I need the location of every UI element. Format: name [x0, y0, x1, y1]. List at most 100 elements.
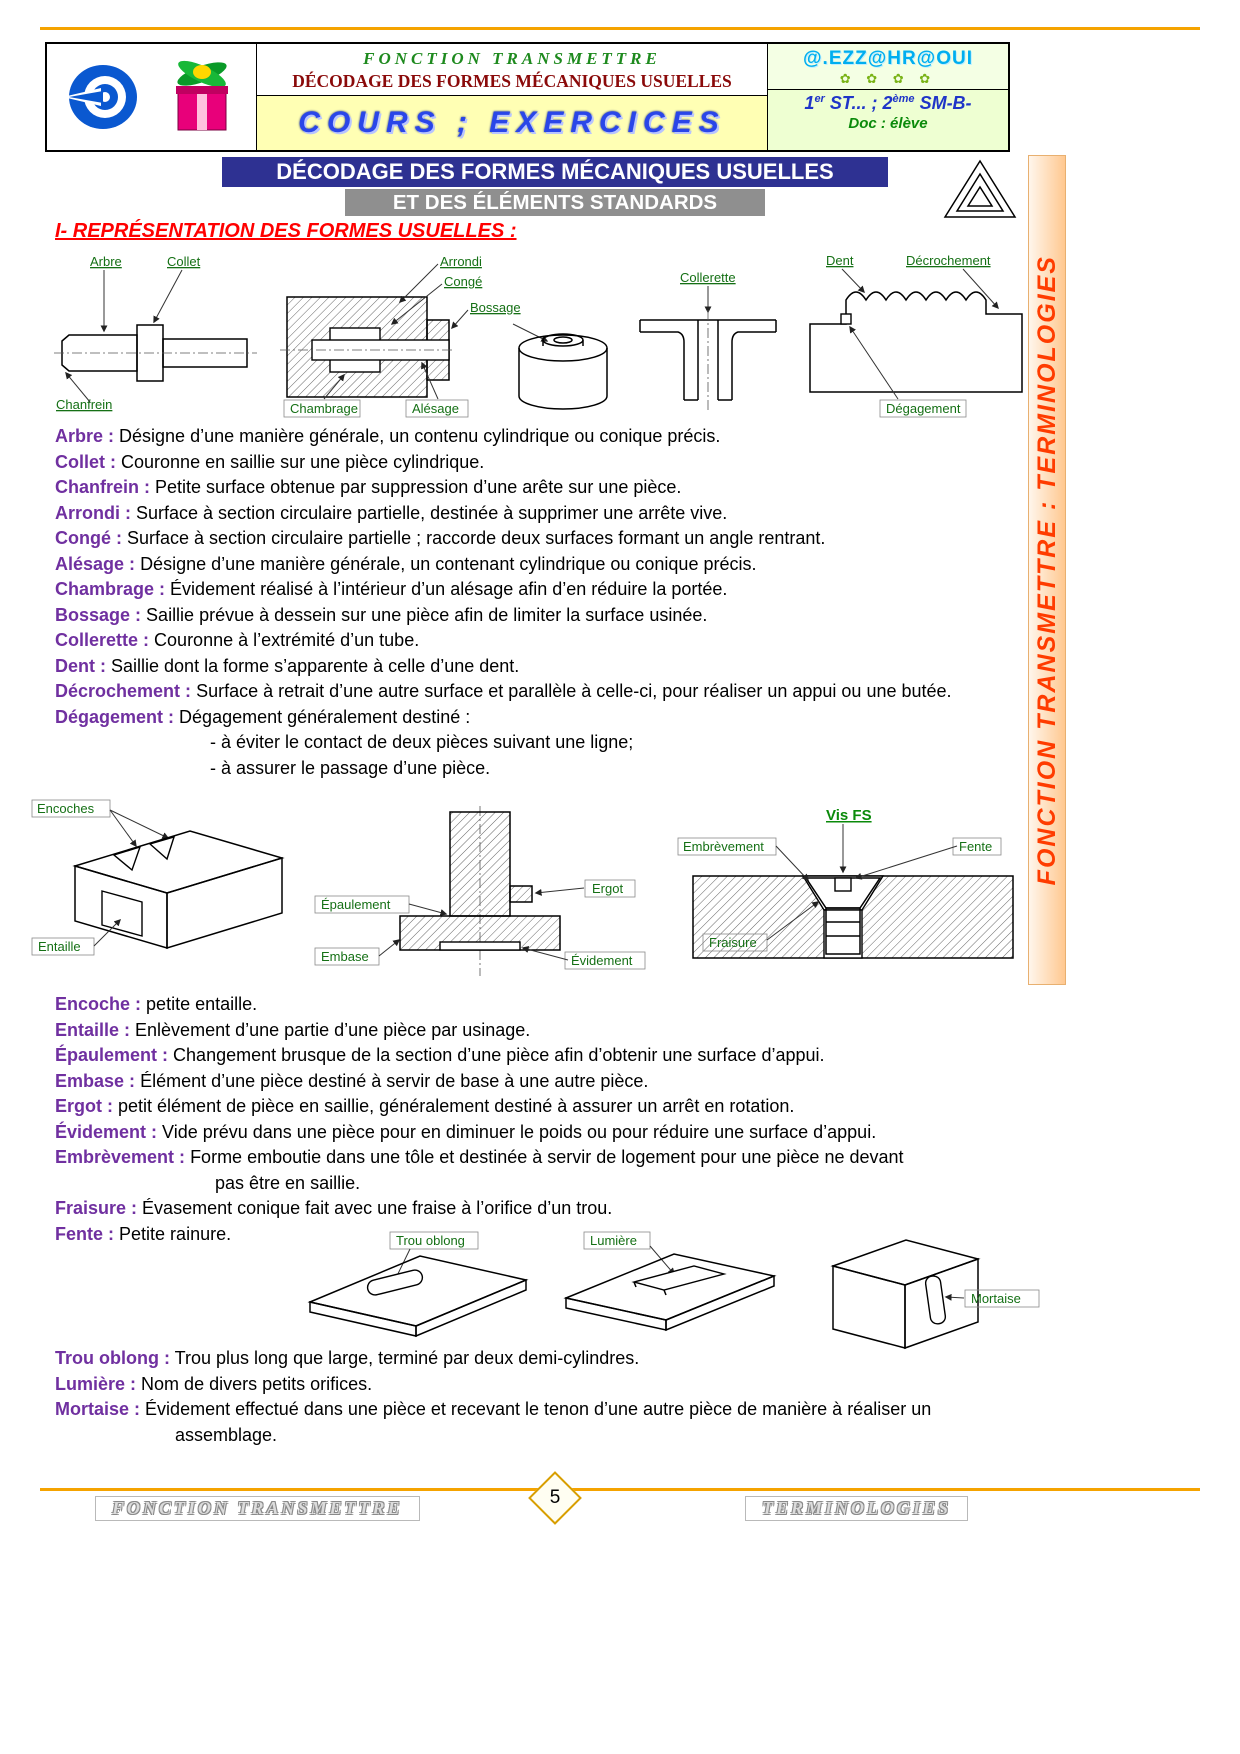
definition-trou-oblong: Trou oblong : Trou plus long que large, … — [55, 1348, 640, 1368]
label-alesage: Alésage — [412, 401, 459, 416]
definition-embase: Embase : Élément d’une pièce destiné à s… — [55, 1070, 649, 1091]
definition-arrondi: Arrondi : Surface à section circulaire p… — [55, 502, 728, 523]
label-fraisure: Fraisure — [709, 935, 757, 950]
label-embrevement: Embrèvement — [683, 839, 764, 854]
level-sup: er — [814, 93, 825, 105]
definition-fraisure: Fraisure : Évasement conique fait avec u… — [55, 1198, 613, 1218]
definition-mortaise: Mortaise : Évidement effectué dans une p… — [55, 1399, 932, 1445]
label-arbre: Arbre — [90, 254, 122, 269]
label-encoches: Encoches — [37, 801, 95, 816]
definition-lumiere: Lumière : Nom de divers petits orifices. — [55, 1373, 373, 1394]
flower-icons: ✿ ✿ ✿ ✿ — [839, 71, 937, 86]
figure-bore-section: Arrondi Congé Bossage Chambrage Alésage — [280, 254, 521, 418]
trou-oblong-drawing — [307, 1255, 529, 1338]
label-conge: Congé — [444, 274, 482, 289]
label-ergot: Ergot — [592, 881, 623, 896]
target-logo-icon — [62, 65, 137, 129]
label-entaille: Entaille — [38, 939, 81, 954]
banner-text: COURS ; EXERCICES — [298, 106, 726, 139]
definition-evidement: Évidement : Vide prévu dans une pièce po… — [55, 1121, 877, 1142]
header-center: FONCTION TRANSMETTRE DÉCODAGE DES FORMES… — [257, 44, 768, 150]
figure-boss-cylinder — [512, 323, 608, 410]
figure-shaft: Arbre Collet Chanfrein — [54, 254, 257, 412]
collerette-drawing — [639, 310, 777, 410]
header-logos — [47, 44, 257, 150]
label-evidement: Évidement — [571, 953, 633, 968]
label-chambrage: Chambrage — [290, 401, 358, 416]
dent-block-drawing — [809, 291, 1023, 393]
figure-epaulement: Épaulement Embase Ergot Évidement — [314, 806, 646, 976]
vertical-banner: FONCTION TRANSMETTRE : TERMINOLOGIES — [1028, 155, 1066, 985]
encoches-drawing — [72, 830, 285, 950]
header-subtitle: DÉCODAGE DES FORMES MÉCANIQUES USUELLES — [292, 71, 732, 91]
vertical-banner-text: FONCTION TRANSMETTRE : TERMINOLOGIES — [1032, 254, 1061, 886]
figure-collerette: Collerette — [639, 270, 777, 410]
label-trou-oblong: Trou oblong — [396, 1233, 465, 1248]
header-subject: FONCTION TRANSMETTRE — [363, 49, 661, 68]
figure-vis-fs: Embrèvement Vis FS Fente Fraisure — [677, 807, 1014, 959]
bore-section-drawing — [280, 296, 454, 398]
footer-left-label: FONCTION TRANSMETTRE — [95, 1496, 420, 1521]
definitions-block-3: Trou oblong : Trou plus long que large, … — [55, 1346, 1030, 1448]
doc-type: Doc : élève — [768, 115, 1008, 150]
label-epaulement: Épaulement — [321, 897, 391, 912]
definition-entaille: Entaille : Enlèvement d’une partie d’une… — [55, 1019, 531, 1040]
definition-fente: Fente : Petite rainure. — [55, 1223, 232, 1244]
header-right: @.EZZ@HR@OUI ✿ ✿ ✿ ✿ 1er ST... ; 2ème SM… — [768, 44, 1008, 150]
definition-chambrage: Chambrage : Évidement réalisé à l’intéri… — [55, 579, 728, 599]
gift-logo-icon — [176, 60, 229, 131]
definition-alesage: Alésage : Désigne d’une manière générale… — [55, 553, 757, 574]
epaulement-drawing — [399, 811, 561, 951]
label-embase: Embase — [321, 949, 369, 964]
level-part: ST... ; 2 — [824, 93, 893, 113]
label-mortaise: Mortaise — [971, 1291, 1021, 1306]
figure-encoches: Encoches Entaille — [31, 799, 285, 956]
section-heading: I- REPRÉSENTATION DES FORMES USUELLES : — [55, 220, 517, 242]
definition-chanfrein: Chanfrein : Petite surface obtenue par s… — [55, 477, 682, 497]
definition-bossage: Bossage : Saillie prévue à dessein sur u… — [55, 604, 708, 625]
label-degagement: Dégagement — [886, 401, 961, 416]
header-banner: COURS ; EXERCICES — [257, 95, 767, 150]
label-collet: Collet — [167, 254, 201, 269]
figure-lumiere: Lumière — [563, 1231, 777, 1332]
definition-degagement-sub1: - à éviter le contact de deux pièces sui… — [210, 732, 634, 752]
page-number: 5 — [549, 1487, 561, 1508]
definition-decrochement: Décrochement : Surface à retrait d’une a… — [55, 681, 952, 701]
class-level: 1er ST... ; 2ème SM-B- — [768, 89, 1008, 115]
main-title-line2-text: ET DES ÉLÉMENTS STANDARDS — [392, 191, 718, 214]
top-border-line — [40, 27, 1200, 30]
boss-cylinder-drawing — [518, 333, 608, 410]
label-arrondi: Arrondi — [440, 254, 482, 269]
definition-collet: Collet : Couronne en saillie sur une piè… — [55, 451, 485, 472]
definition-degagement-sub2: - à assurer le passage d’une pièce. — [210, 757, 491, 778]
definition-embrevement: Embrèvement : Forme emboutie dans une tô… — [55, 1147, 904, 1193]
level-sup: ème — [892, 93, 915, 105]
definition-encoche: Encoche : petite entaille. — [55, 994, 258, 1014]
figure-dent-block: Dent Décrochement Dégagement — [809, 253, 1023, 418]
shaft-drawing — [54, 324, 257, 382]
gift-bow — [177, 60, 227, 88]
vis-fs-drawing — [692, 875, 1014, 959]
figure-trou-oblong: Trou oblong — [307, 1231, 529, 1338]
definition-epaulement: Épaulement : Changement brusque de la se… — [55, 1045, 825, 1065]
level-part: SM-B- — [914, 93, 972, 113]
author-name: @.EZZ@HR@OUI — [803, 48, 973, 69]
label-vis-fs: Vis FS — [826, 807, 872, 824]
figure-mortaise: Mortaise — [830, 1239, 1040, 1350]
mortaise-drawing — [830, 1239, 981, 1350]
definitions-block-1: Arbre : Désigne d’une manière générale, … — [55, 424, 1027, 781]
main-title-line2: ET DES ÉLÉMENTS STANDARDS — [345, 189, 765, 216]
main-title-line1-text: DÉCODAGE DES FORMES MÉCANIQUES USUELLES — [276, 159, 834, 184]
label-chanfrein: Chanfrein — [56, 397, 112, 412]
definitions-block-2: Encoche : petite entaille. Entaille : En… — [55, 992, 923, 1247]
header-box: FONCTION TRANSMETTRE DÉCODAGE DES FORMES… — [45, 42, 1010, 152]
label-decrochement: Décrochement — [906, 253, 991, 268]
lumiere-drawing — [563, 1253, 777, 1332]
main-title-line1: DÉCODAGE DES FORMES MÉCANIQUES USUELLES — [222, 157, 888, 187]
definition-degagement: Dégagement : Dégagement généralement des… — [55, 706, 471, 727]
footer-rule — [40, 1488, 1200, 1491]
definition-dent: Dent : Saillie dont la forme s’apparente… — [55, 655, 520, 676]
definition-arbre: Arbre : Désigne d’une manière générale, … — [55, 426, 721, 446]
definition-ergot: Ergot : petit élément de pièce en sailli… — [55, 1096, 795, 1116]
